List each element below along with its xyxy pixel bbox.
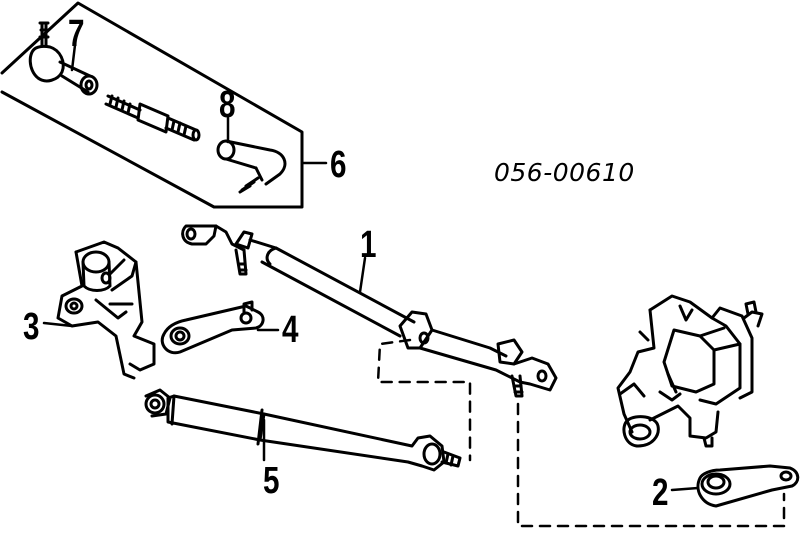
callout-6: 6 <box>330 144 346 186</box>
idler-arm-icon <box>160 300 265 355</box>
center-link-icon <box>181 224 558 398</box>
callout-7: 7 <box>68 13 84 55</box>
callout-8: 8 <box>219 84 235 126</box>
dashed-connector-lines <box>376 338 786 528</box>
callout-4: 4 <box>282 309 298 351</box>
outer-tie-rod-end-icon <box>28 21 99 96</box>
callout-3: 3 <box>23 306 39 348</box>
callout-2: 2 <box>652 472 668 514</box>
idler-arm-bracket-icon <box>56 240 156 380</box>
adjusting-sleeve-icon <box>104 94 201 142</box>
steering-damper-icon <box>144 388 462 472</box>
steering-gear-box-icon <box>616 294 764 448</box>
pitman-arm-icon <box>696 464 800 508</box>
tie-rod-inset-frame <box>0 1 304 209</box>
diagram-code: 056-00610 <box>494 158 635 187</box>
inner-tie-rod-end-icon <box>216 139 287 194</box>
callout-1: 1 <box>360 224 376 266</box>
leader-lines <box>42 43 700 492</box>
callout-5: 5 <box>263 460 279 502</box>
